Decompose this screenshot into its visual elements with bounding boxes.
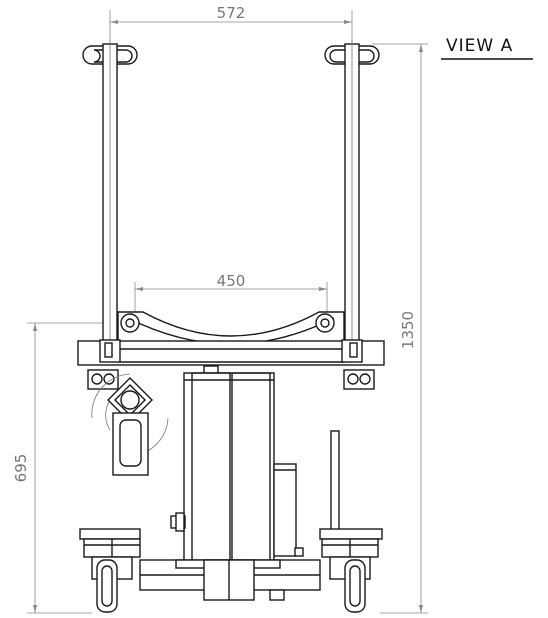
left-castor xyxy=(83,538,141,613)
pump-box xyxy=(273,463,304,557)
dimension-label-572: 572 xyxy=(217,4,246,22)
dimension-450: 450 xyxy=(134,272,328,318)
right-handle xyxy=(324,45,380,65)
view-title: VIEW A xyxy=(446,36,513,56)
dimension-572: 572 xyxy=(109,4,353,44)
tilt-mechanism xyxy=(91,373,169,476)
left-handle xyxy=(82,45,138,65)
dimension-label-695: 695 xyxy=(12,454,30,483)
dimension-1350: 1350 xyxy=(372,43,428,614)
right-upright xyxy=(344,43,360,363)
right-castor xyxy=(321,538,379,613)
base-frame xyxy=(79,528,383,601)
dimension-label-1350: 1350 xyxy=(399,311,417,349)
right-bolt-block xyxy=(343,369,375,390)
left-bolt-block xyxy=(87,369,119,390)
crossbar xyxy=(77,339,385,366)
column-knob xyxy=(170,512,186,532)
pump-lever xyxy=(330,430,340,532)
lift-column xyxy=(183,365,275,564)
dimension-695: 695 xyxy=(12,322,112,614)
left-upright xyxy=(102,43,118,363)
dimension-label-450: 450 xyxy=(217,272,246,290)
